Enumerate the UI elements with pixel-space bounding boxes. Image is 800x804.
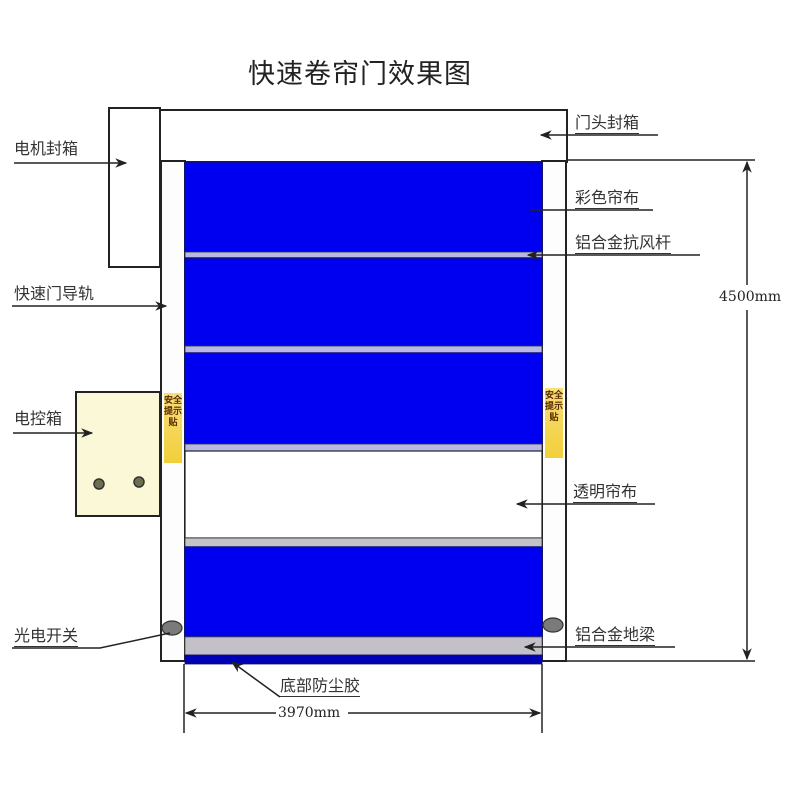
control-box <box>75 391 161 517</box>
control-box-knob-right <box>133 476 145 488</box>
width-dimension: 3970mm <box>276 705 343 721</box>
label-photo-switch: 光电开关 <box>14 626 79 647</box>
label-control-box: 电控箱 <box>14 409 63 428</box>
wind-bar-4 <box>184 537 543 548</box>
photo-sensor-right <box>542 617 564 633</box>
color-curtain-panel-4 <box>184 546 543 638</box>
door-head-box <box>159 109 568 163</box>
ground-beam <box>184 636 543 656</box>
label-transparent-curtain: 透明帘布 <box>573 482 638 503</box>
photo-sensor-left <box>161 620 183 636</box>
photo-switch-leader <box>12 632 171 649</box>
label-bottom-seal: 底部防尘胶 <box>280 676 361 697</box>
transparent-curtain-panel <box>184 450 543 539</box>
color-curtain-panel-3 <box>184 352 543 445</box>
color-curtain-panel-2 <box>184 257 543 347</box>
label-door-head-box: 门头封箱 <box>575 113 640 134</box>
bottom-seal <box>184 654 543 665</box>
label-color-curtain: 彩色帘布 <box>575 188 640 209</box>
safety-sticker-right: 安全提示贴 <box>545 388 563 458</box>
motor-box <box>108 107 161 268</box>
wind-bar-2 <box>184 345 543 354</box>
safety-sticker-left: 安全提示贴 <box>164 393 182 463</box>
bottom-seal-leader <box>231 661 281 698</box>
wind-bar-3 <box>184 443 543 452</box>
label-wind-bar: 铝合金抗风杆 <box>575 233 672 254</box>
control-box-knob-left <box>93 478 105 490</box>
label-guide-rail: 快速门导轨 <box>14 284 95 303</box>
label-motor-box: 电机封箱 <box>14 139 79 158</box>
height-dimension: 4500mm <box>717 289 784 305</box>
color-curtain-panel-1 <box>184 161 543 253</box>
wind-bar-1 <box>184 251 543 259</box>
label-ground-beam: 铝合金地梁 <box>575 625 656 646</box>
diagram-title: 快速卷帘门效果图 <box>248 59 472 90</box>
